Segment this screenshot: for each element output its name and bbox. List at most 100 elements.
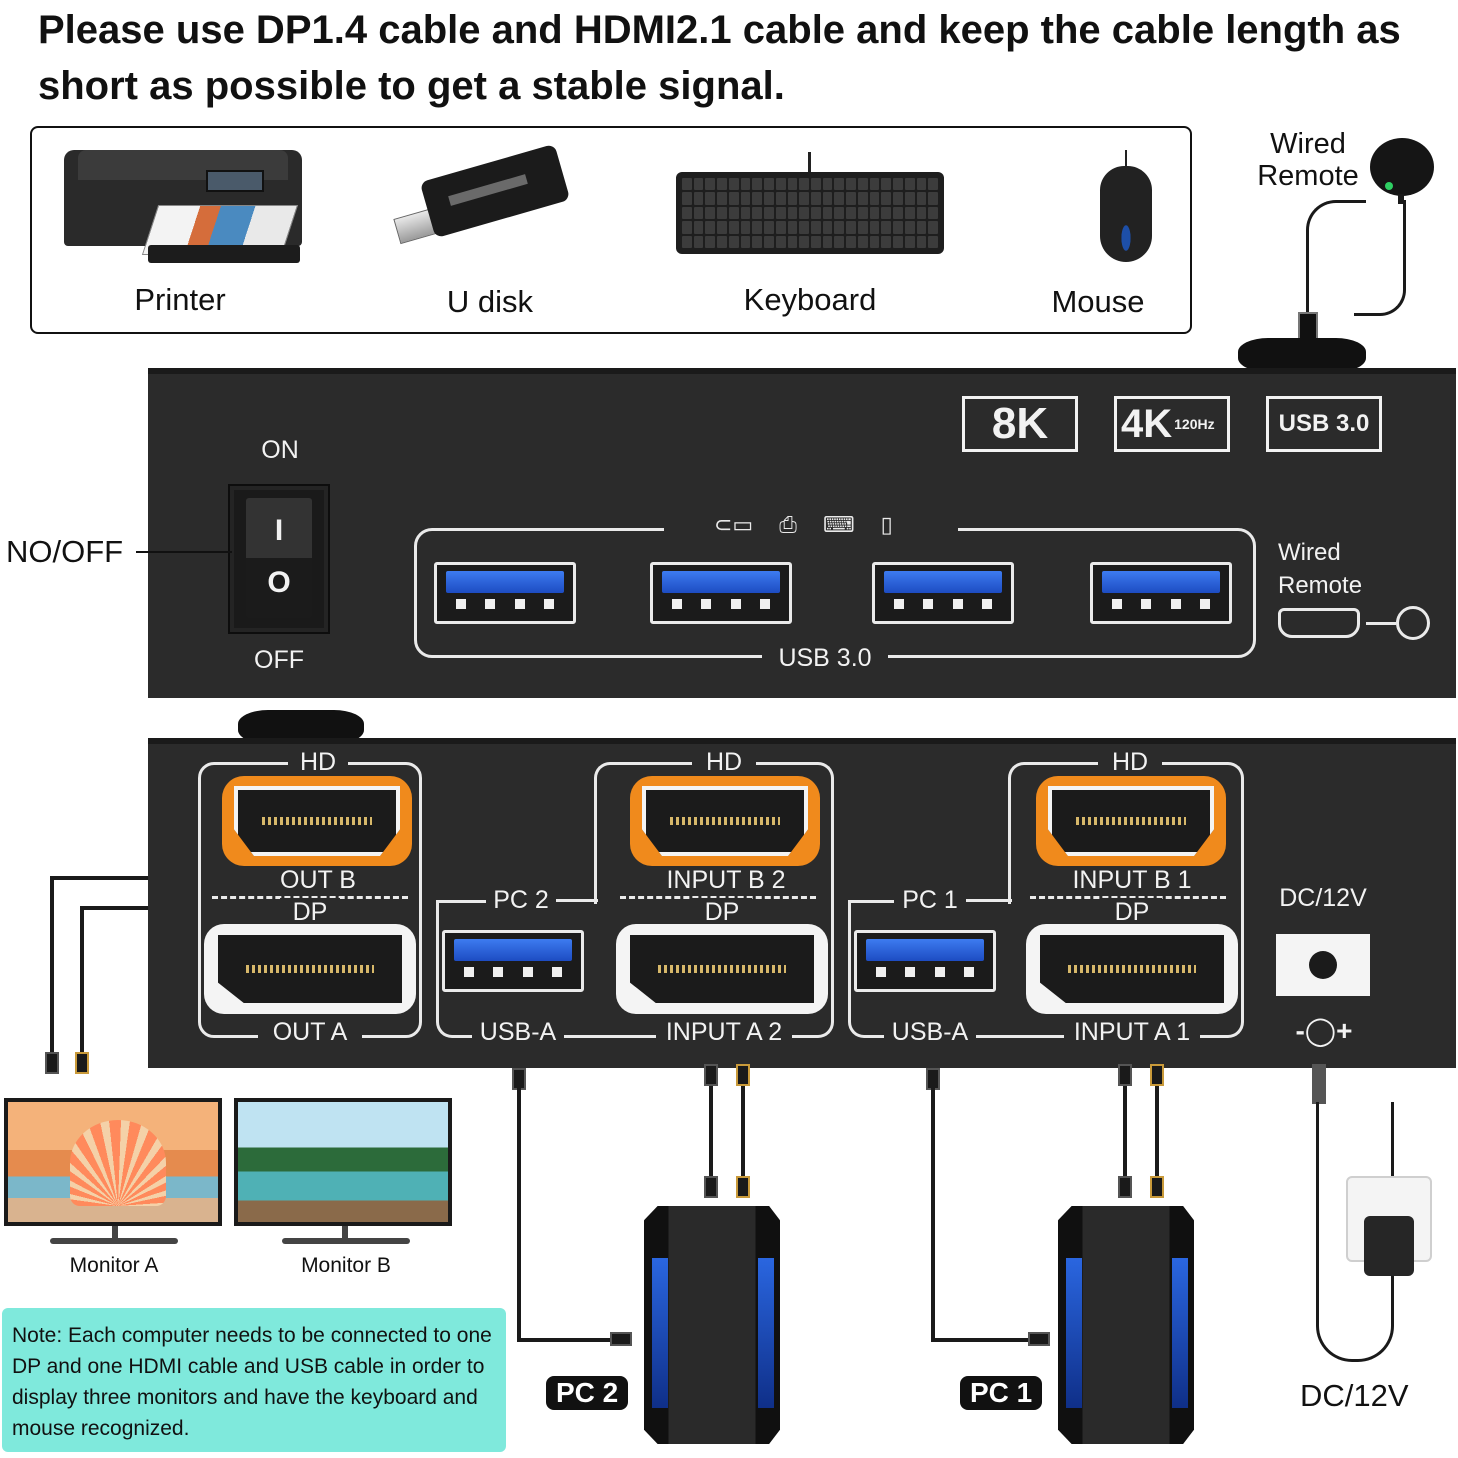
usb-a-label-pc2: USB-A [472,1018,564,1047]
dc-plug [1312,1064,1326,1104]
key-icon [869,192,880,205]
usb-port-4[interactable] [1090,562,1232,624]
key-icon [869,206,880,220]
pc2-hdmi-cable [709,1086,713,1176]
key-icon [811,221,821,234]
key-icon [740,235,751,248]
monitor-a-label: Monitor A [69,1254,159,1277]
pc1-dp-cable [1155,1086,1159,1176]
shell-icon [70,1120,166,1206]
hdmi-out-b-port[interactable] [222,776,412,866]
key-icon [740,192,751,205]
pc2-dp-cable [741,1086,745,1176]
key-icon [693,206,704,220]
key-icon [717,178,727,191]
remote-port-label: Wired Remote [1278,536,1362,602]
power-label: DC/12V [1300,1378,1409,1413]
key-icon [916,192,927,205]
usb-a-label-pc1: USB-A [884,1018,976,1047]
remote-led-icon [1385,182,1393,190]
key-icon [893,192,903,205]
keyboard-small-icon: ⌨ [822,512,855,537]
key-icon [881,178,892,191]
key-icon [904,192,915,205]
remote-label-line1: Wired [1270,128,1346,160]
input-a1-label: INPUT A 1 [1064,1018,1200,1047]
key-icon [857,206,868,220]
badge-4k-text: 4K [1121,401,1173,446]
key-icon [717,235,727,248]
key-icon [705,221,716,234]
remote-puck-icon [1370,138,1434,196]
pc1-group [848,900,1244,1038]
dp-out-a-port[interactable] [204,924,416,1014]
key-icon [682,178,692,191]
usb-port-2[interactable] [650,562,792,624]
usb-a-pc2-port[interactable] [442,930,584,992]
monitor-cable [50,876,148,880]
key-icon [834,192,845,205]
badge-8k: 8K [962,396,1078,452]
mouse-small-icon: ▯ [880,512,893,537]
key-icon [728,221,739,234]
monitor-b-plug [75,1052,89,1074]
monitor-b-label: Monitor B [301,1254,391,1277]
key-icon [846,192,856,205]
badge-4k: 4K 120Hz [1114,396,1230,452]
key-icon [752,192,763,205]
key-icon [928,178,938,191]
key-icon [717,221,727,234]
hdmi-input-b2-port[interactable] [630,776,820,866]
key-icon [787,178,798,191]
hd-label-out: HD [288,748,348,777]
remote-port[interactable] [1278,608,1360,638]
key-icon [728,178,739,191]
keyboard-label: Keyboard [743,282,877,317]
input-a2-label: INPUT A 2 [656,1018,792,1047]
key-icon [705,206,716,220]
key-icon [717,192,727,205]
key-icon [717,206,727,220]
key-icon [682,206,692,220]
dp-input-a1-port[interactable] [1026,924,1238,1014]
remote-label-line2: Remote [1257,160,1359,192]
key-icon [904,221,915,234]
power-switch[interactable]: I O [246,498,312,618]
key-icon [693,221,704,234]
off-symbol-icon: O [267,566,291,599]
usb-port-3[interactable] [872,562,1014,624]
key-icon [775,235,786,248]
dp-label-pc2: DP [692,898,752,927]
pc2-label: PC 2 [486,886,556,915]
key-icon [857,221,868,234]
key-icon [787,221,798,234]
dp-input-a2-port[interactable] [616,924,828,1014]
input-b1-label: INPUT B 1 [1064,866,1200,895]
key-icon [846,178,856,191]
key-icon [916,221,927,234]
pc2-group [436,900,834,1038]
key-icon [693,235,704,248]
key-icon [752,178,763,191]
pc2-badge: PC 2 [546,1376,629,1410]
remote-ring-icon [1396,606,1430,640]
remote-cable-loop [1354,200,1406,316]
dc-power-port[interactable] [1276,934,1370,996]
dp-label-out: DP [280,898,340,927]
key-icon [916,178,927,191]
key-icon [705,235,716,248]
key-icon [881,235,892,248]
key-icon [857,178,868,191]
on-label: ON [261,436,299,464]
hd-label-pc1: HD [1098,748,1162,777]
key-icon [822,178,833,191]
usb-port-1[interactable] [434,562,576,624]
key-icon [705,178,716,191]
usb-drive-icon: ⊂▭ [714,512,754,537]
dp-label-pc1: DP [1102,898,1162,927]
usb-a-pc1-port[interactable] [854,930,996,992]
key-icon [857,235,868,248]
key-icon [740,221,751,234]
key-icon [764,221,774,234]
hdmi-input-b1-port[interactable] [1036,776,1226,866]
